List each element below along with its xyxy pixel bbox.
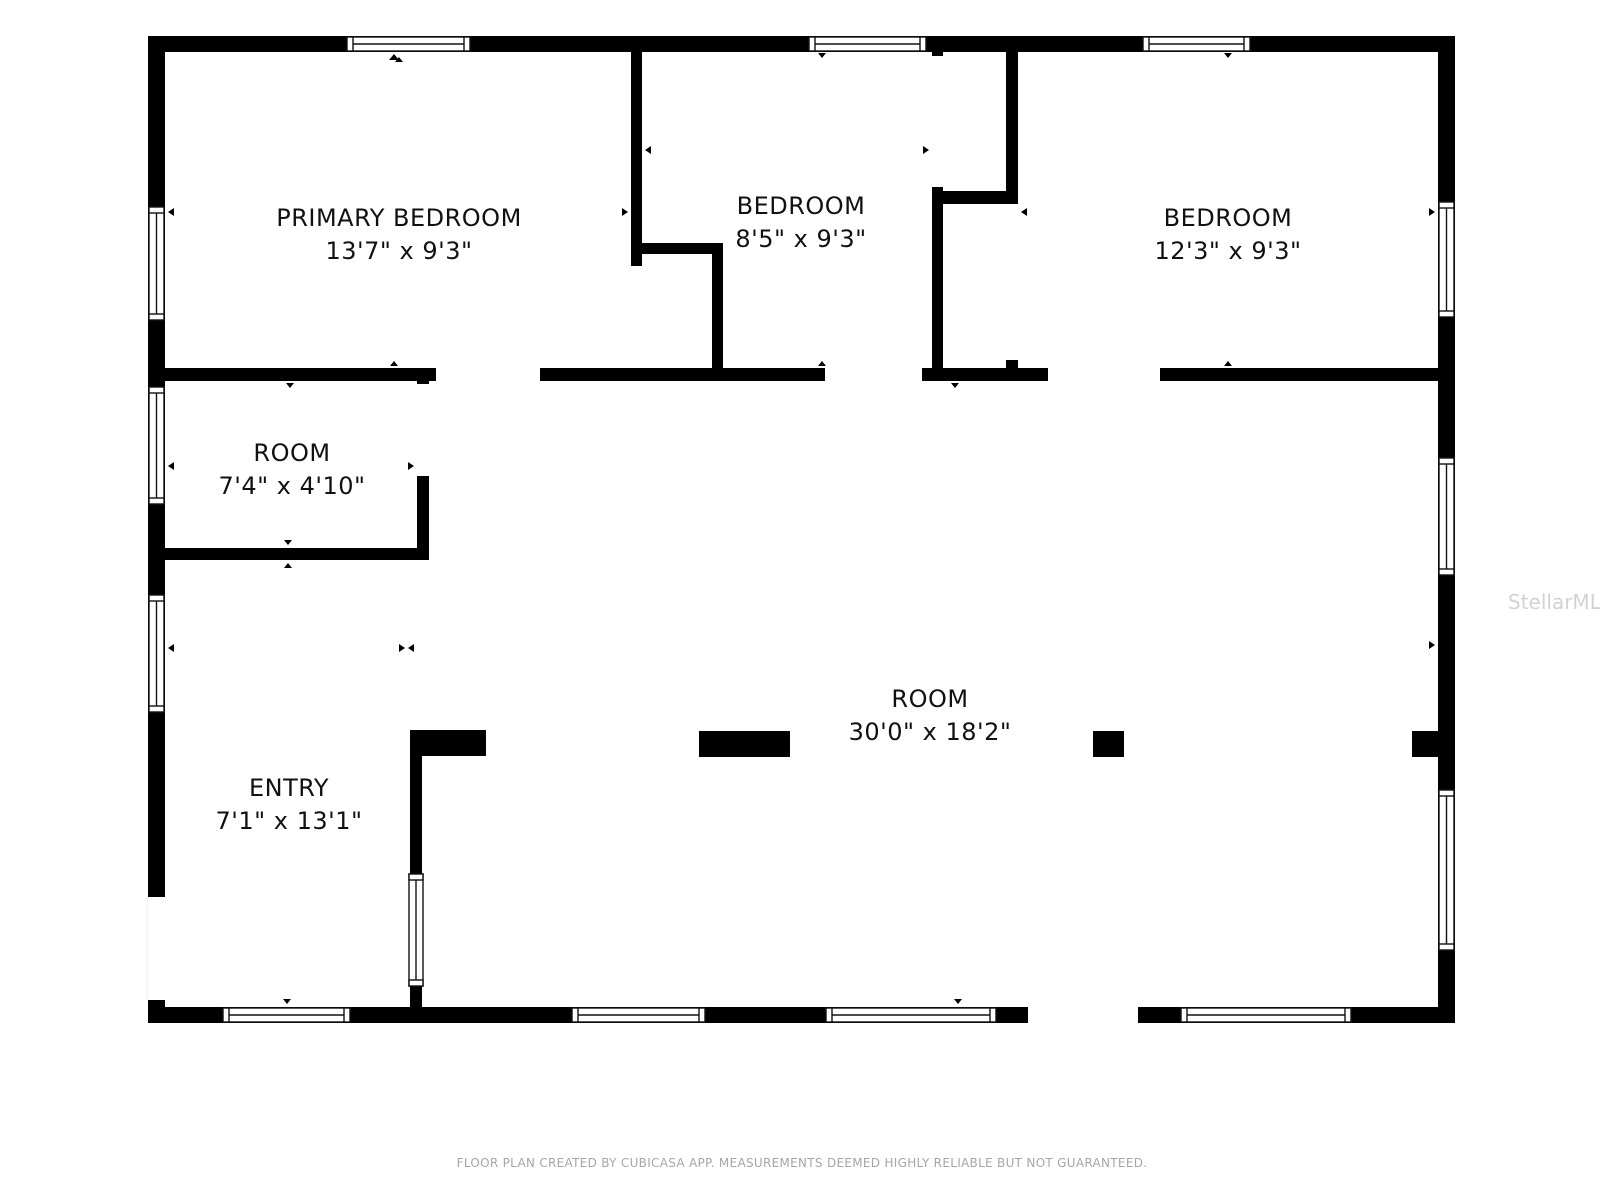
room-name-small-room: ROOM — [253, 439, 330, 467]
wall-bed2-closet — [932, 36, 943, 381]
room-name-entry: ENTRY — [249, 774, 329, 802]
window-left-primary — [148, 206, 165, 321]
window-right-1 — [1438, 457, 1455, 576]
marker-icon — [284, 540, 292, 545]
opening-bedroom-2 — [825, 366, 922, 383]
column-3 — [1412, 731, 1441, 757]
window-left-small-room — [148, 386, 165, 505]
marker-icon — [645, 146, 651, 154]
marker-icon — [284, 563, 292, 568]
exterior-wall-left — [148, 36, 165, 1023]
marker-icon — [1429, 641, 1435, 649]
opening-small-room — [415, 384, 431, 476]
marker-icon — [408, 644, 414, 652]
wall-closet-right — [712, 243, 723, 381]
marker-icon — [622, 208, 628, 216]
marker-icon — [283, 999, 291, 1004]
room-dim-main-room: 30'0" x 18'2" — [849, 718, 1012, 746]
room-dim-entry: 7'1" x 13'1" — [215, 807, 362, 835]
column-2 — [1093, 731, 1124, 757]
wall-closet2-top — [932, 191, 1017, 204]
room-dim-small-room: 7'4" x 4'10" — [218, 472, 365, 500]
wall-primary-bed2 — [631, 36, 642, 266]
marker-icon — [408, 462, 414, 470]
window-bottom-entry — [222, 1007, 351, 1023]
opening-closet-1 — [629, 266, 644, 368]
wall-closet2-stub — [1006, 360, 1018, 381]
room-name-bedroom-2: BEDROOM — [737, 192, 866, 220]
marker-icon — [923, 146, 929, 154]
opening-primary-bedroom — [436, 366, 540, 383]
marker-icon — [168, 462, 174, 470]
windows — [148, 36, 1455, 1023]
walls — [148, 36, 1455, 1023]
marker-icon — [390, 361, 398, 366]
column-1 — [699, 731, 790, 757]
measure-markers — [168, 53, 1435, 1004]
room-dim-bedroom-2: 8'5" x 9'3" — [735, 225, 866, 253]
marker-icon — [818, 53, 826, 58]
marker-icon — [395, 57, 403, 62]
window-top-bedroom-2 — [808, 36, 927, 52]
room-dim-bedroom-3: 12'3" x 9'3" — [1154, 237, 1301, 265]
opening-closet-3 — [1004, 208, 1020, 360]
room-labels: PRIMARY BEDROOM 13'7" x 9'3" BEDROOM 8'5… — [215, 192, 1301, 835]
openings — [146, 56, 1160, 1025]
window-entry-interior — [408, 873, 424, 987]
window-left-entry — [148, 594, 165, 713]
opening-closet-2 — [930, 56, 945, 187]
marker-icon — [168, 208, 174, 216]
wall-small-room-bottom — [148, 548, 429, 560]
opening-front-door — [146, 897, 167, 1000]
window-right-2 — [1438, 789, 1455, 951]
interior-wall-middle — [148, 368, 1455, 381]
marker-icon — [954, 999, 962, 1004]
marker-icon — [389, 54, 399, 60]
window-top-bedroom-3 — [1142, 36, 1251, 52]
wall-entry-top — [410, 730, 486, 756]
room-name-main-room: ROOM — [891, 685, 968, 713]
marker-icon — [1429, 208, 1435, 216]
window-bottom-3 — [1180, 1007, 1352, 1023]
marker-icon — [168, 644, 174, 652]
marker-icon — [399, 644, 405, 652]
marker-icon — [951, 383, 959, 388]
marker-icon — [1224, 361, 1232, 366]
exterior-wall-top — [148, 36, 1455, 52]
room-name-bedroom-3: BEDROOM — [1164, 204, 1293, 232]
room-name-primary-bedroom: PRIMARY BEDROOM — [276, 204, 522, 232]
marker-icon — [818, 361, 826, 366]
marker-icon — [286, 383, 294, 388]
opening-back-door — [1028, 1005, 1138, 1025]
wall-closet-top — [631, 243, 723, 254]
opening-bedroom-3 — [1048, 366, 1160, 383]
window-right-bedroom-3 — [1438, 201, 1455, 318]
window-bottom-1 — [571, 1007, 706, 1023]
watermark: StellarMLS — [1508, 590, 1600, 614]
window-bottom-2 — [825, 1007, 997, 1023]
room-dim-primary-bedroom: 13'7" x 9'3" — [325, 237, 472, 265]
wall-closet2-right — [1006, 36, 1018, 204]
marker-icon — [1021, 208, 1027, 216]
footer-disclaimer: FLOOR PLAN CREATED BY CUBICASA APP. MEAS… — [457, 1156, 1148, 1170]
window-top-primary — [346, 36, 471, 52]
marker-icon — [1224, 53, 1232, 58]
